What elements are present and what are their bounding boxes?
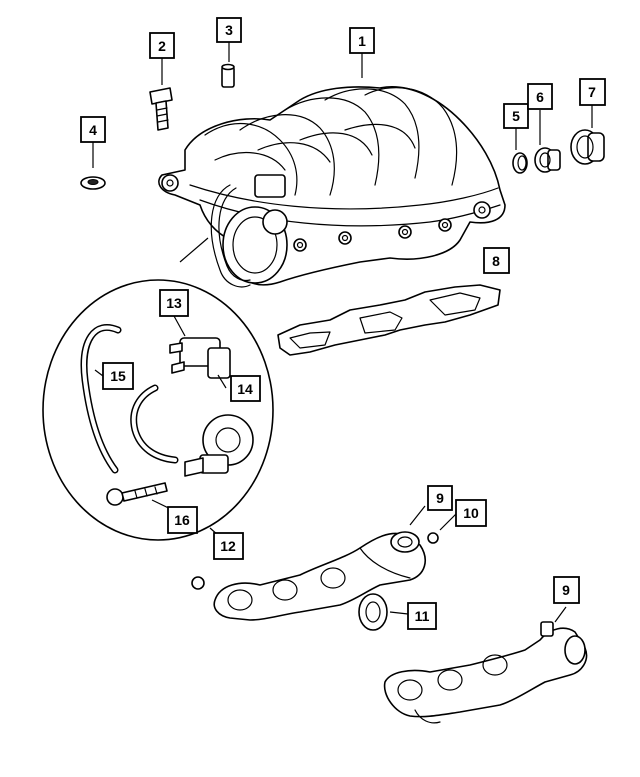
svg-text:10: 10 [463,505,479,521]
callout-15: 15 [102,362,134,390]
vacuum-hose-part-15 [80,324,122,474]
hose-part-14 [130,384,179,464]
bolt-part-16 [106,482,168,506]
callout-14: 14 [230,375,261,402]
callout-9-lower: 9 [553,576,580,604]
leader-lines [92,42,593,623]
callout-8: 8 [483,247,510,274]
solenoid-part-13 [169,337,231,379]
detail-view-circle [42,237,274,541]
callout-12: 12 [213,532,244,560]
svg-text:16: 16 [174,512,190,528]
callout-1: 1 [349,27,375,54]
svg-text:2: 2 [158,38,166,54]
svg-text:6: 6 [536,89,544,105]
exhaust-manifold-left [191,531,439,621]
callout-10: 10 [455,499,487,527]
dowel-part-3 [221,63,235,88]
adapter-part-7 [570,129,605,165]
seal-part-5 [512,152,528,174]
exhaust-manifold-right [383,621,588,724]
svg-text:3: 3 [225,22,233,38]
fitting-part-6 [534,147,561,173]
egr-valve [184,414,254,477]
callout-2: 2 [149,32,175,59]
intake-manifold [158,86,506,288]
callout-9-upper: 9 [427,485,453,511]
svg-text:12: 12 [220,538,236,554]
svg-text:8: 8 [492,253,500,269]
svg-text:11: 11 [415,608,430,624]
callout-7: 7 [579,78,606,106]
svg-text:5: 5 [512,108,520,124]
bolt-part-2 [149,87,173,131]
callout-13: 13 [159,289,189,317]
callout-11: 11 [407,602,437,630]
callout-16: 16 [167,506,198,534]
callout-5: 5 [503,103,529,129]
svg-text:13: 13 [166,295,182,311]
gasket-part-8 [277,284,501,356]
svg-text:9: 9 [562,582,570,598]
washer-part-4 [80,176,106,190]
svg-text:14: 14 [237,381,253,397]
svg-text:4: 4 [89,122,97,138]
gasket-part-11 [358,593,388,631]
callout-3: 3 [216,17,242,43]
svg-text:9: 9 [436,490,444,506]
svg-text:15: 15 [110,368,126,384]
callout-4: 4 [80,116,106,143]
svg-text:1: 1 [358,33,366,49]
svg-text:7: 7 [588,84,596,100]
callout-6: 6 [527,83,553,110]
